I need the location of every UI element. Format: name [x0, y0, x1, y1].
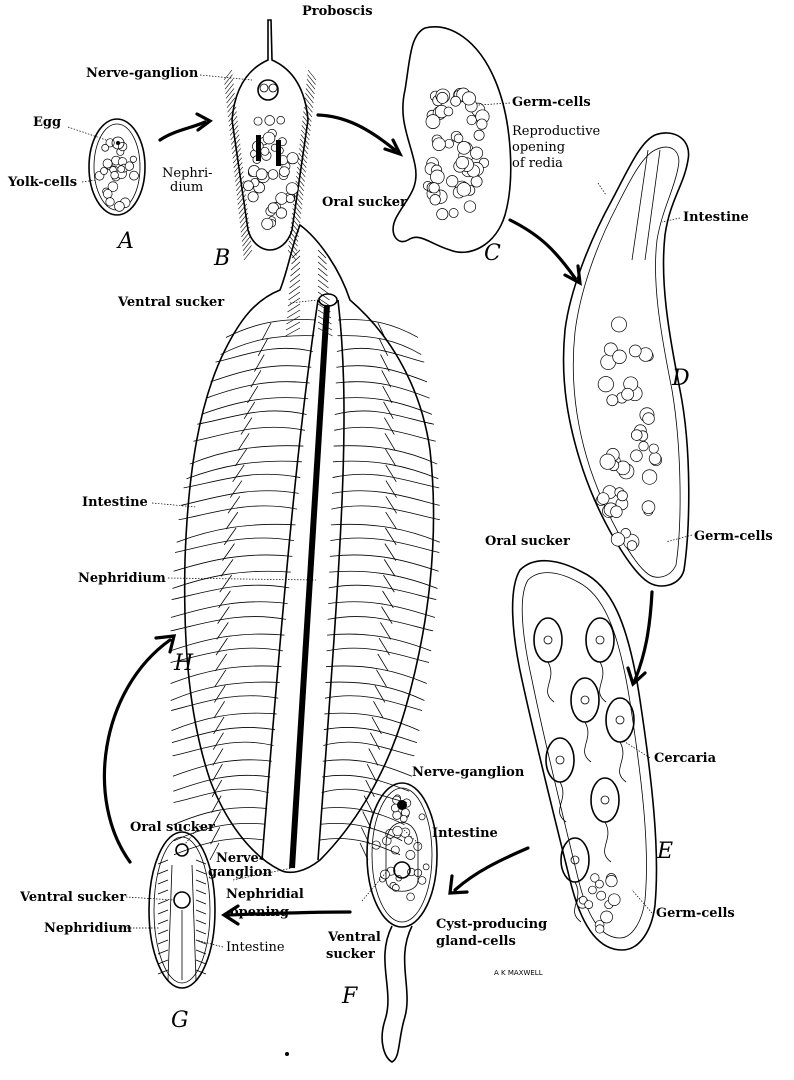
stage-a-egg	[89, 119, 145, 215]
label-cyst-1: Cyst-producing	[436, 917, 547, 932]
label-reproductive-3: of redia	[512, 156, 563, 171]
stage-letter-c: C	[484, 241, 501, 266]
stage-b-miracidium	[224, 20, 316, 260]
stage-letter-e: E	[656, 839, 673, 864]
stage-g-young-fluke	[149, 832, 215, 988]
label-nerve-ganglion-g-1: Nerve-	[216, 851, 264, 866]
cyst-gland-cells	[372, 795, 429, 901]
germ-cells-cluster	[423, 88, 489, 220]
label-intestine-d: Intestine	[683, 210, 749, 225]
label-cercaria: Cercaria	[654, 751, 717, 766]
label-oral-sucker-g: Oral sucker	[130, 820, 215, 835]
label-germ-cells-c: Germ-cells	[512, 95, 591, 110]
label-proboscis: Proboscis	[302, 4, 373, 19]
germ-cells-cluster	[577, 874, 620, 934]
branched-intestine-network	[170, 250, 439, 860]
label-nephridium-h: Nephridium	[78, 571, 166, 586]
arrow-c-to-d	[510, 220, 575, 278]
stage-f-cercaria	[367, 783, 437, 1062]
stage-e-redia-with-cercariae	[513, 561, 657, 950]
stage-c-sporocyst	[393, 27, 511, 252]
label-nephridium-g: Nephridium	[44, 921, 132, 936]
label-egg: Egg	[33, 115, 61, 130]
cercariae-cluster	[534, 618, 634, 922]
germ-cells-cluster	[243, 116, 298, 230]
label-nephridial-2: opening	[230, 905, 289, 920]
stage-letter-g: G	[171, 1008, 189, 1033]
label-intestine-g: Intestine	[226, 940, 285, 955]
arrow-d-to-e	[635, 592, 652, 680]
label-oral-sucker-h: Oral sucker	[322, 195, 407, 210]
label-ventral-sucker-h: Ventral sucker	[117, 295, 224, 310]
arrow-b-to-c	[318, 115, 395, 150]
stage-letter-a: A	[116, 229, 134, 254]
label-reproductive-1: Reproductive	[512, 124, 601, 139]
stage-letter-f: F	[341, 984, 358, 1009]
label-oral-sucker-e: Oral sucker	[485, 534, 570, 549]
label-intestine-h: Intestine	[82, 495, 148, 510]
label-nephridial-1: Nephridial	[226, 887, 304, 902]
stage-h-adult-fluke	[170, 225, 439, 872]
label-nephridium-b-2: dium	[170, 180, 203, 195]
germ-cells-cluster	[596, 317, 662, 550]
label-germ-cells-d: Germ-cells	[694, 529, 773, 544]
label-germ-cells-e: Germ-cells	[656, 906, 735, 921]
stage-d-redia	[564, 133, 689, 586]
label-nerve-ganglion-b: Nerve-ganglion	[86, 66, 199, 81]
artist-signature: A K MAXWELL	[494, 969, 543, 977]
label-yolk-cells: Yolk-cells	[7, 175, 77, 190]
stage-letter-b: B	[213, 246, 230, 271]
label-nephridium-b-1: Nephri-	[162, 166, 213, 181]
label-nerve-ganglion-g-2: ganglion	[208, 865, 273, 880]
label-ventral-sucker-g: Ventral sucker	[19, 890, 126, 905]
label-nerve-ganglion-f: Nerve-ganglion	[412, 765, 525, 780]
nephridium-main-canal	[292, 305, 327, 868]
label-reproductive-2: opening	[512, 140, 565, 155]
stage-letter-h: H	[173, 651, 194, 676]
label-intestine-f: Intestine	[432, 826, 498, 841]
page-dot	[285, 1052, 289, 1056]
label-ventral-sucker-f-2: sucker	[326, 947, 375, 962]
stage-letter-d: D	[671, 366, 690, 391]
arrow-e-to-f	[455, 848, 528, 890]
label-ventral-sucker-f-1: Ventral	[327, 930, 381, 945]
label-cyst-2: gland-cells	[436, 934, 516, 949]
